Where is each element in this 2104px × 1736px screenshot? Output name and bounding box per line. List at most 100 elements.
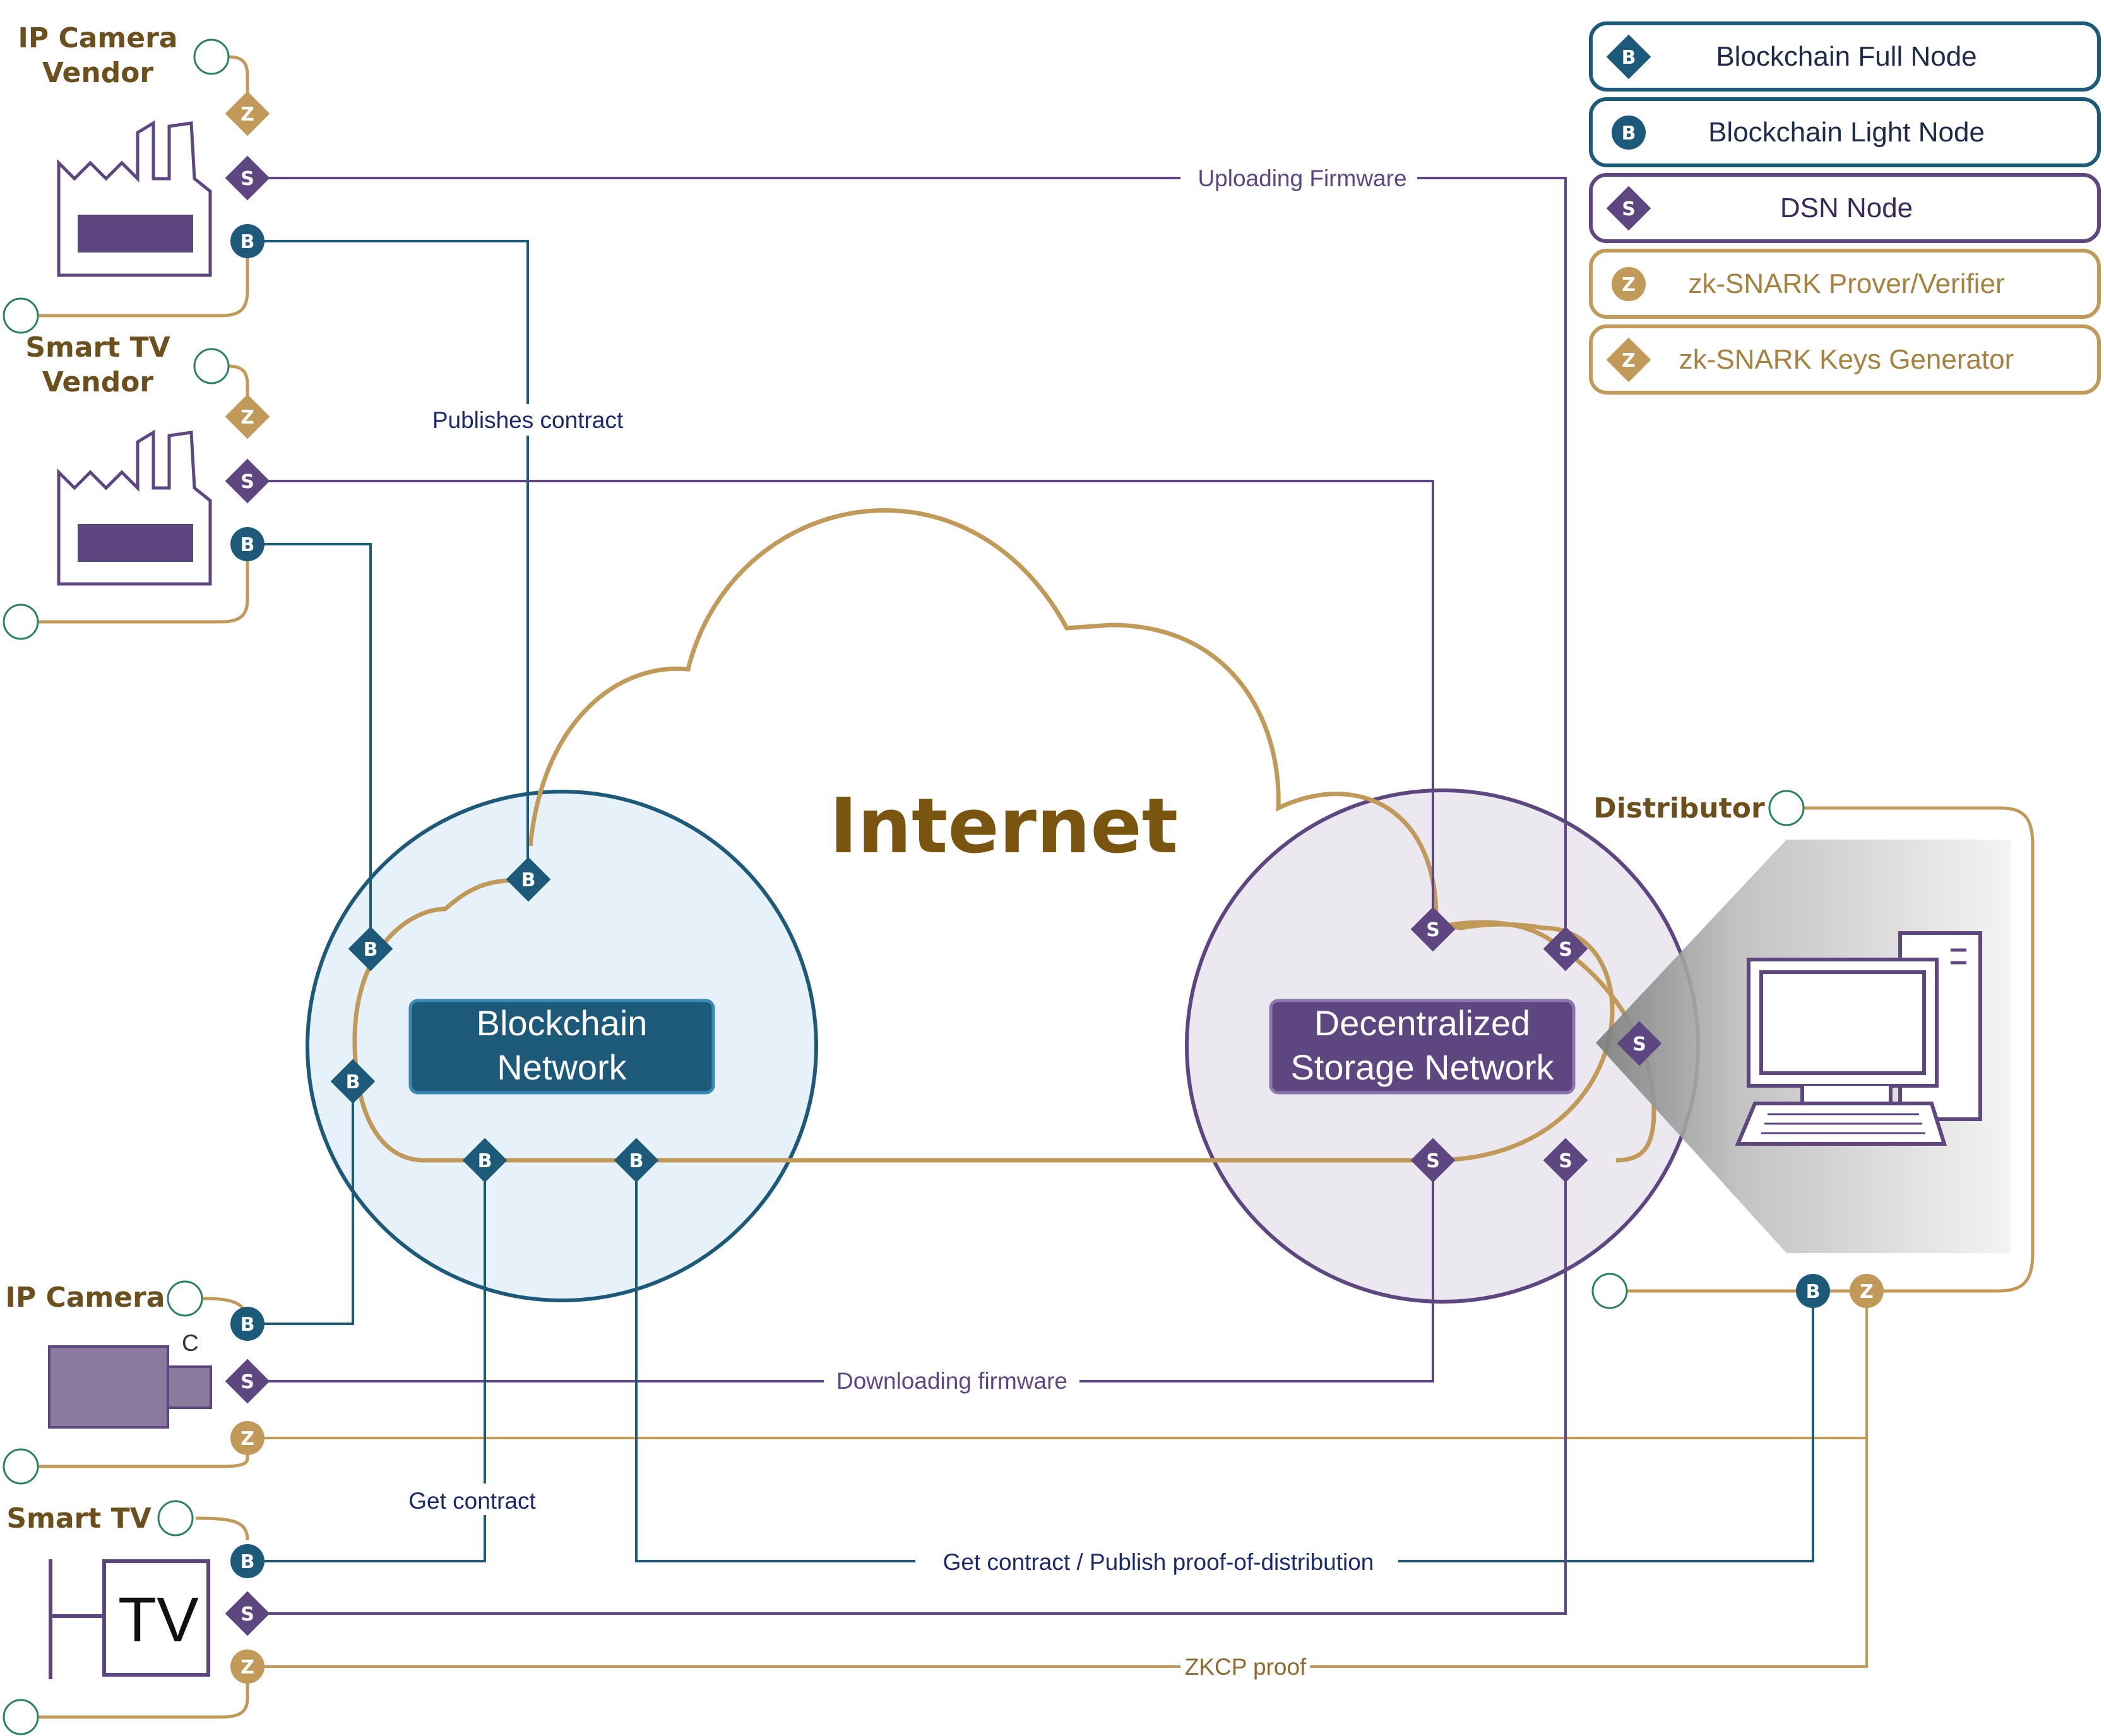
- dsn-node: S: [225, 458, 270, 504]
- svg-text:S: S: [241, 1371, 254, 1393]
- svg-text:S: S: [241, 471, 254, 493]
- label-bg: [915, 1545, 1398, 1577]
- dsn-node: S: [1410, 907, 1456, 952]
- blockchain-network-box: [408, 999, 715, 1095]
- zk-prover-node: Z: [230, 1650, 264, 1684]
- factory-window: [78, 524, 193, 562]
- smart-tv-label: Smart TV: [6, 1502, 151, 1535]
- svg-text:B: B: [478, 1150, 492, 1172]
- blockchain-full-node: B: [348, 926, 393, 972]
- dsn-node: S: [225, 1591, 270, 1636]
- camera-letter: C: [182, 1330, 199, 1356]
- anchor-circles: [3, 39, 1805, 1735]
- label-bg: [1180, 161, 1417, 193]
- svg-text:S: S: [1559, 939, 1572, 961]
- svg-text:B: B: [521, 869, 536, 891]
- dsn-node: S: [1410, 1138, 1456, 1183]
- factory-icon: [57, 429, 212, 586]
- distributor-label: Distributor: [1593, 792, 1765, 824]
- zk-prover-node: Z: [1850, 1274, 1884, 1308]
- legend: B Blockchain Full Node B Blockchain Ligh…: [1589, 21, 2101, 395]
- dsn-internal-link: [1432, 920, 1656, 1163]
- label-bg: [396, 1483, 573, 1515]
- dsn-node: S: [1543, 926, 1588, 972]
- blockchain-full-node: B: [614, 1138, 659, 1183]
- legend-box: [1589, 97, 2101, 167]
- svg-text:S: S: [1622, 198, 1636, 220]
- svg-text:B: B: [346, 1071, 360, 1093]
- label-bg: [1180, 1651, 1310, 1682]
- legend-box: [1589, 249, 2101, 319]
- legend-zk-prover-marker: Z: [1612, 267, 1646, 301]
- tv-icon: [49, 1559, 210, 1679]
- svg-text:B: B: [241, 231, 255, 253]
- blockchain-network-line1: Blockchain: [477, 1003, 648, 1043]
- svg-text:Z: Z: [1622, 274, 1636, 296]
- svg-text:B: B: [241, 534, 255, 556]
- blockchain-light-node: B: [230, 224, 264, 258]
- svg-text:S: S: [241, 1603, 254, 1626]
- svg-text:B: B: [1622, 122, 1636, 145]
- ip-camera-vendor-line1: IP Camera: [18, 22, 178, 54]
- storage-network-line2: Storage Network: [1290, 1047, 1554, 1087]
- svg-text:B: B: [1806, 1281, 1821, 1303]
- zk-prover-node: Z: [230, 1421, 264, 1455]
- blockchain-full-node: B: [330, 1059, 376, 1104]
- svg-text:Z: Z: [241, 1656, 254, 1679]
- legend-label-dsn-node: DSN Node: [1780, 193, 1913, 223]
- blockchain-light-node: B: [1796, 1274, 1830, 1308]
- dsn-node: S: [225, 155, 270, 201]
- downloading-firmware-label: Downloading firmware: [836, 1368, 1067, 1394]
- label-bg: [824, 1365, 1079, 1397]
- blockchain-full-node: B: [462, 1138, 508, 1183]
- svg-text:Z: Z: [1860, 1281, 1874, 1303]
- computer-icon: [1735, 931, 1982, 1146]
- camera-icon: [48, 1345, 212, 1429]
- zk-keys-generator-node: Z: [225, 394, 270, 439]
- svg-text:B: B: [629, 1150, 644, 1172]
- get-contract-label: Get contract: [408, 1488, 536, 1514]
- internet-cloud: [528, 508, 1439, 925]
- blockchain-light-node: B: [230, 527, 264, 561]
- factory-icon: [57, 120, 212, 277]
- internet-label: Internet: [829, 783, 1178, 871]
- keyboard-keys: [1761, 1113, 1925, 1134]
- blockchain-network-line2: Network: [497, 1047, 627, 1087]
- ip-camera-label: IP Camera: [6, 1281, 165, 1314]
- publishes-contract-label: Publishes contract: [432, 407, 624, 433]
- blockchain-full-node: B: [506, 857, 551, 902]
- zkcp-proof-label: ZKCP proof: [1185, 1654, 1307, 1680]
- svg-text:S: S: [1426, 1150, 1440, 1172]
- legend-label-zk-prover: zk-SNARK Prover/Verifier: [1688, 268, 2004, 299]
- svg-text:S: S: [1559, 1150, 1572, 1172]
- svg-text:Z: Z: [241, 104, 254, 126]
- tv-letter: TV: [118, 1584, 199, 1655]
- legend-light-node-marker: B: [1612, 116, 1646, 150]
- svg-text:S: S: [241, 168, 254, 190]
- svg-text:S: S: [1426, 919, 1440, 941]
- svg-text:B: B: [364, 939, 378, 961]
- svg-text:Z: Z: [1622, 350, 1636, 372]
- uploading-firmware-label: Uploading Firmware: [1198, 165, 1406, 191]
- legend-box: [1589, 21, 2101, 92]
- zk-keys-generator-node: Z: [225, 91, 270, 136]
- blockchain-light-node: B: [230, 1307, 264, 1341]
- legend-box: [1589, 324, 2101, 395]
- dsn-node: S: [225, 1358, 270, 1404]
- storage-network-line1: Decentralized: [1314, 1003, 1530, 1043]
- svg-text:B: B: [1622, 47, 1636, 69]
- svg-text:Z: Z: [241, 407, 254, 429]
- get-contract-publish-label: Get contract / Publish proof-of-distribu…: [943, 1549, 1374, 1575]
- smart-tv-vendor-line2: Vendor: [42, 366, 154, 398]
- smart-tv-vendor-line1: Smart TV: [25, 331, 170, 364]
- factory-window: [78, 215, 193, 253]
- svg-text:S: S: [1632, 1033, 1646, 1055]
- connection-lines: [247, 177, 2035, 1668]
- label-bg: [423, 404, 634, 436]
- legend-label-light-node: Blockchain Light Node: [1708, 117, 1985, 148]
- legend-box: [1589, 173, 2101, 243]
- dsn-node: S: [1617, 1021, 1662, 1066]
- blockchain-light-node: B: [230, 1544, 264, 1578]
